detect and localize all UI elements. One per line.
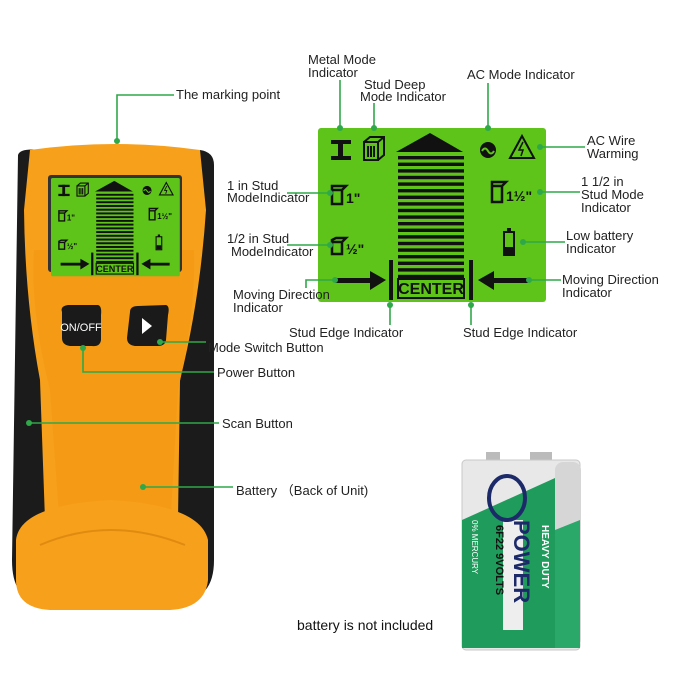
label-battery: Battery （Back of Unit) (236, 483, 368, 498)
battery-line1: HEAVY DUTY (539, 525, 550, 589)
label-stud-edge-right: Stud Edge Indicator (463, 325, 578, 340)
label-stud-half-2: ModeIndicator (231, 244, 314, 259)
label-ac-wire-1: AC Wire (587, 133, 635, 148)
label-stud-1half-1: 1 1/2 in (581, 174, 624, 189)
battery-9v-image: POWER HEAVY DUTY 6F22 9VOLTS 0% MERCURY (461, 452, 581, 651)
signal-bar (398, 222, 464, 226)
signal-bar (398, 195, 464, 199)
power-button-label: ON/OFF (60, 322, 102, 334)
label-low-battery-2: Indicator (566, 241, 617, 256)
signal-bar (398, 255, 464, 259)
metal-mode-icon (331, 140, 351, 160)
label-power-button: Power Button (217, 365, 295, 380)
moving-right-arrow-icon (335, 271, 386, 290)
stud-edge-left-bar (389, 260, 393, 300)
stud-1in-mark: 1" (346, 190, 360, 206)
play-icon (142, 318, 152, 334)
stud-1half-icon: 1½" (490, 180, 532, 204)
lcd-detail: CENTER 1" ½" 1½" (318, 128, 546, 302)
signal-bar (398, 202, 464, 206)
center-box (397, 278, 465, 299)
label-stud-1half-2: Stud Mode (581, 187, 644, 202)
stud-1half-mark: 1½" (506, 188, 532, 204)
signal-bar (398, 268, 464, 272)
stud-half-mark: ½" (346, 241, 364, 257)
label-mode-switch-button: Mode Switch Button (208, 340, 324, 355)
mode-switch-button[interactable] (127, 305, 169, 346)
lcd-leaders (287, 80, 585, 325)
signal-bar (398, 228, 464, 232)
label-stud-deep-1: Stud Deep (364, 77, 425, 92)
label-moving-left-2: Indicator (233, 300, 284, 315)
signal-bar (398, 175, 464, 180)
stud-half-icon: ½" (330, 236, 364, 257)
sensor-arrow-icon (396, 133, 463, 152)
signal-bar (398, 156, 464, 160)
label-metal-mode-1: Metal Mode (308, 52, 376, 67)
ac-mode-icon (480, 142, 496, 158)
signal-bar (398, 169, 464, 173)
battery-brand: POWER (509, 520, 534, 603)
low-battery-icon (503, 228, 515, 256)
label-scan-button: Scan Button (222, 416, 293, 431)
label-stud-deep-2: Mode Indicator (360, 89, 447, 104)
label-stud-1half-3: Indicator (581, 200, 632, 215)
signal-bar (398, 241, 464, 246)
label-stud-edge-left: Stud Edge Indicator (289, 325, 404, 340)
signal-bar (398, 189, 464, 193)
label-stud-half-1: 1/2 in Stud (227, 231, 289, 246)
signal-bar (398, 274, 464, 279)
label-ac-wire-2: Warming (587, 146, 639, 161)
device-lcd-screen (50, 177, 181, 278)
signal-bar (398, 215, 464, 219)
ac-warning-icon (508, 133, 536, 159)
battery-cover[interactable] (16, 500, 208, 610)
label-moving-right-2: Indicator (562, 285, 613, 300)
stud-deep-icon (363, 136, 385, 161)
moving-left-arrow-icon (478, 271, 528, 290)
label-moving-right-1: Moving Direction (562, 272, 659, 287)
battery-line2: 6F22 9VOLTS (493, 525, 505, 595)
label-ac-mode: AC Mode Indicator (467, 67, 575, 82)
label-low-battery-1: Low battery (566, 228, 634, 243)
signal-bar (398, 248, 464, 252)
battery-line3: 0% MERCURY (470, 520, 479, 575)
signal-bar (398, 261, 464, 265)
power-button[interactable]: ON/OFF (60, 305, 102, 347)
signal-bar (398, 208, 464, 213)
signal-bar (398, 162, 464, 166)
signal-bars (398, 156, 464, 279)
label-stud-1in-1: 1 in Stud (227, 178, 278, 193)
label-marking-point: The marking point (176, 87, 280, 102)
device-leaders (26, 94, 233, 490)
label-moving-left-1: Moving Direction (233, 287, 330, 302)
stud-finder-device: ON/OFF (12, 144, 214, 610)
stud-1in-icon: 1" (330, 184, 360, 206)
battery-logo (487, 474, 527, 522)
battery-not-included-note: battery is not included (297, 617, 433, 633)
signal-bar (398, 182, 464, 186)
label-stud-1in-2: ModeIndicator (227, 190, 310, 205)
lcd-center-label: CENTER (398, 281, 464, 298)
stud-edge-right-bar (469, 260, 473, 300)
signal-bar (398, 235, 464, 239)
label-metal-mode-2: Indicator (308, 65, 359, 80)
